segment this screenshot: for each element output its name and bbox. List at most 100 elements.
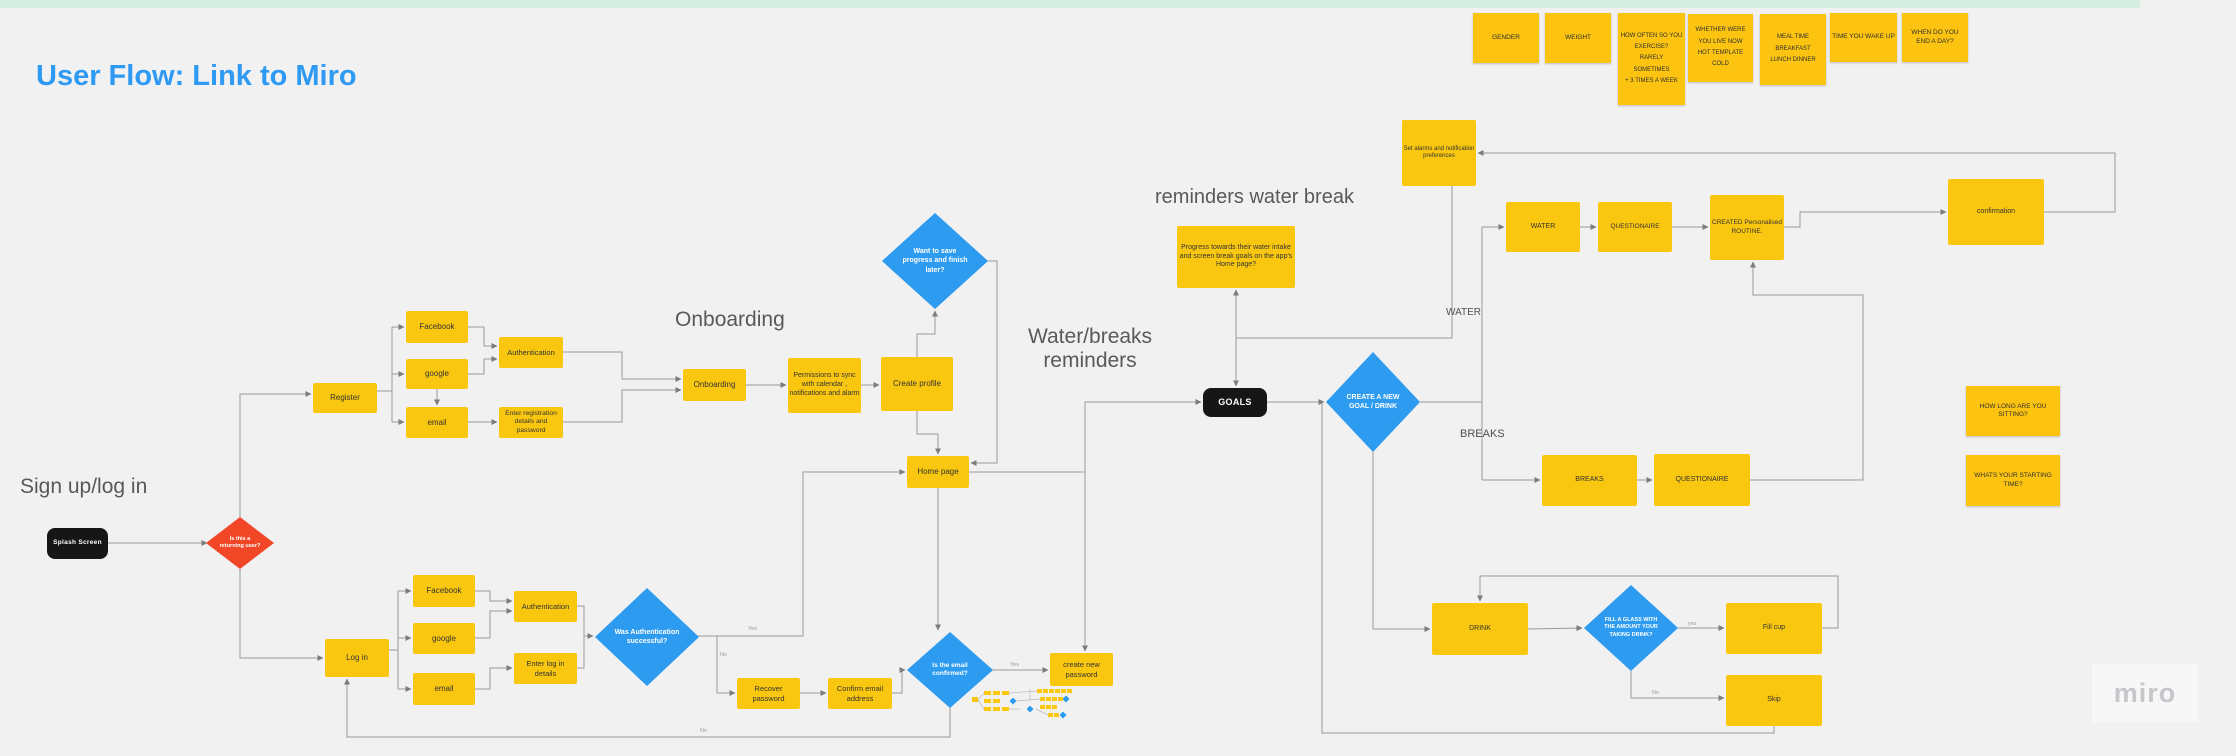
mini-flow-shape[interactable] (1040, 697, 1045, 701)
connector[interactable] (475, 665, 513, 690)
connector[interactable] (716, 636, 736, 696)
connector[interactable] (970, 260, 998, 466)
mini-flow-shape[interactable] (993, 691, 1000, 695)
mini-flow-shape[interactable] (972, 697, 978, 702)
node-onboarding[interactable]: Onboarding (683, 369, 746, 401)
connector[interactable] (892, 667, 906, 694)
node-permissions[interactable]: Permissions to sync with calendar , noti… (788, 358, 861, 413)
mini-flow-shape[interactable] (984, 707, 991, 711)
connector[interactable] (1233, 186, 1453, 387)
connector[interactable] (475, 590, 513, 604)
mini-flow-shape[interactable] (1037, 689, 1042, 693)
node-email-reg[interactable]: email (406, 407, 468, 438)
node-sticky-end-day[interactable]: WHEN DO YOU END A DAY? (1902, 13, 1968, 62)
mini-flow-shape[interactable] (1040, 705, 1045, 709)
node-confirmation[interactable]: confirmation (1948, 179, 2044, 245)
label-reminders-water-break[interactable]: reminders water break (1155, 186, 1354, 208)
connector[interactable] (563, 351, 682, 382)
node-create-new-password[interactable]: create new password (1050, 653, 1113, 686)
connector[interactable] (698, 469, 906, 637)
mini-flow-shape[interactable] (993, 707, 1000, 711)
connector[interactable] (1527, 625, 1583, 632)
mini-flow-shape[interactable] (1058, 697, 1063, 701)
node-sticky-how-long-sitting[interactable]: HOW LONG ARE YOU SITTING? (1966, 386, 2060, 436)
node-drink[interactable]: DRINK (1432, 603, 1528, 655)
node-sticky-gender[interactable]: GENDER (1473, 13, 1539, 63)
mini-flow-shape[interactable] (1043, 689, 1048, 693)
connector[interactable] (1750, 261, 1864, 481)
node-sticky-weight[interactable]: WEIGHT (1545, 13, 1611, 63)
node-authentication-login[interactable]: Authentication (514, 591, 577, 622)
connector[interactable] (344, 678, 951, 738)
mini-flow-diamond[interactable] (1009, 697, 1017, 705)
board-title[interactable]: User Flow: Link to Miro (36, 60, 357, 92)
node-google-reg[interactable]: google (406, 359, 468, 389)
node-questionnaire-water[interactable]: QUESTIONAIRE (1598, 202, 1672, 252)
connector[interactable] (916, 310, 938, 357)
connector[interactable] (969, 399, 1202, 473)
label-water-branch[interactable]: WATER (1446, 307, 1481, 318)
node-google-login[interactable]: google (413, 623, 475, 654)
connector[interactable] (468, 356, 498, 375)
node-created-routine[interactable]: CREATED Personalised ROUTINE. (1710, 195, 1784, 260)
node-splash-screen[interactable]: Splash Screen (47, 528, 108, 559)
connector[interactable] (1321, 402, 1775, 734)
mini-flow-shape[interactable] (1002, 707, 1009, 711)
connector[interactable] (577, 605, 594, 639)
node-sticky-starting-time[interactable]: WHATS YOUR STARTING TIME? (1966, 455, 2060, 506)
connector[interactable] (468, 326, 498, 349)
node-skip[interactable]: Skip (1726, 675, 1822, 726)
node-goals[interactable]: GOALS (1203, 388, 1267, 417)
mini-flow-diamond[interactable] (1062, 695, 1070, 703)
connector[interactable] (563, 387, 682, 423)
node-water-box[interactable]: WATER (1506, 202, 1580, 252)
mini-flow-shape[interactable] (1048, 713, 1053, 717)
connector[interactable] (577, 637, 585, 669)
node-questionnaire-breaks[interactable]: QUESTIONAIRE (1654, 454, 1750, 506)
node-sticky-exercise[interactable]: HOW OFTEN SO YOU EXERCISE? RARELY SOMETI… (1618, 13, 1685, 105)
mini-flow-shape[interactable] (1055, 689, 1060, 693)
node-facebook-reg[interactable]: Facebook (406, 311, 468, 343)
label-breaks-branch[interactable]: BREAKS (1460, 428, 1505, 440)
connector[interactable] (1477, 575, 1839, 629)
node-breaks-box[interactable]: BREAKS (1542, 455, 1637, 506)
mini-flow-diamond[interactable] (1059, 711, 1067, 719)
label-signup-login[interactable]: Sign up/log in (20, 475, 148, 498)
node-facebook-login[interactable]: Facebook (413, 575, 475, 607)
node-set-alarms[interactable]: Set alarms and notification preferences (1402, 120, 1476, 186)
connector[interactable] (1630, 671, 1725, 701)
node-sticky-live-now[interactable]: WHETHER WERE YOU LIVE NOW HOT TEMPLATE C… (1688, 14, 1753, 82)
node-enter-registration[interactable]: Enter registration details and password (499, 407, 563, 438)
node-progress-note[interactable]: Progress towards their water intake and … (1177, 226, 1295, 288)
node-create-profile[interactable]: Create profile (881, 357, 953, 411)
connector[interactable] (916, 411, 941, 455)
connector[interactable] (1477, 150, 2116, 213)
connector[interactable] (1784, 209, 1947, 228)
node-email-login[interactable]: email (413, 673, 475, 705)
mini-flow-shape[interactable] (1052, 697, 1057, 701)
node-authentication-reg[interactable]: Authentication (499, 337, 563, 368)
mini-flow-shape[interactable] (1061, 689, 1066, 693)
node-sticky-wake-up[interactable]: TIME YOU WAKE UP (1830, 13, 1897, 62)
connector[interactable] (475, 608, 513, 639)
mini-flow-diamond[interactable] (1026, 705, 1034, 713)
node-register[interactable]: Register (313, 383, 377, 413)
node-confirm-email[interactable]: Confirm email address (828, 678, 892, 709)
node-recover-password[interactable]: Recover password (737, 678, 800, 709)
node-fill-cup[interactable]: Fill cup (1726, 603, 1822, 654)
mini-flow-shape[interactable] (984, 691, 991, 695)
node-log-in[interactable]: Log in (325, 639, 389, 677)
connector[interactable] (239, 391, 312, 517)
node-sticky-meal-time[interactable]: MEAL TIME BREAKFAST LUNCH DINNER (1760, 14, 1826, 85)
mini-flow-shape[interactable] (1054, 713, 1059, 717)
mini-flow-shape[interactable] (1002, 691, 1009, 695)
connector[interactable] (1372, 452, 1431, 632)
mini-flow-shape[interactable] (1067, 689, 1072, 693)
mini-flow-shape[interactable] (1052, 705, 1057, 709)
label-onboarding-section[interactable]: Onboarding (675, 308, 785, 331)
node-enter-login-details[interactable]: Enter log in details (514, 653, 577, 684)
node-home-page[interactable]: Home page (907, 456, 969, 488)
mini-flow-shape[interactable] (984, 699, 991, 703)
mini-flow-shape[interactable] (993, 699, 1000, 703)
